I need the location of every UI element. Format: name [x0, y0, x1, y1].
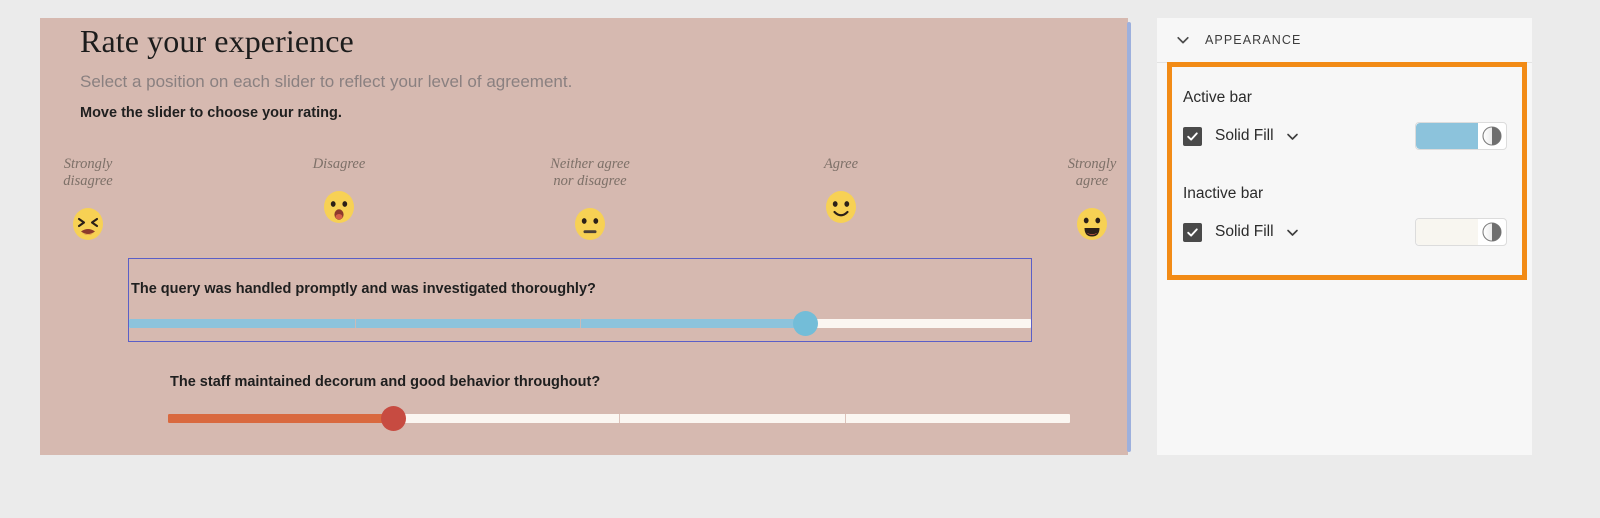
slider-block-query-handling[interactable]: The query was handled promptly and was i…	[128, 258, 1032, 342]
scale-label: Strongly disagree	[63, 156, 113, 189]
slider-tick	[844, 414, 846, 423]
active-bar-swatch-color[interactable]	[1416, 123, 1478, 149]
inactive-bar-fill-type-label: Solid Fill	[1215, 223, 1274, 240]
slider-track-staff-decorum[interactable]	[168, 406, 1070, 431]
property-group-active-bar: Active bar Solid Fill	[1183, 89, 1513, 150]
slider-question-label: The staff maintained decorum and good be…	[170, 374, 601, 390]
appearance-section-title: APPEARANCE	[1205, 33, 1302, 47]
scale-point-strongly-agree: Strongly agree	[1012, 156, 1128, 244]
inactive-bar-fill-checkbox[interactable]	[1183, 222, 1202, 242]
inactive-bar-swatch-color[interactable]	[1416, 219, 1478, 245]
opacity-half-circle-icon[interactable]	[1478, 125, 1506, 147]
slider-tick	[580, 319, 581, 328]
appearance-section-header[interactable]: APPEARANCE	[1157, 18, 1532, 63]
neutral-face-emoji	[510, 204, 670, 244]
scale-label: Disagree	[312, 156, 366, 172]
inactive-bar-label: Inactive bar	[1183, 185, 1264, 202]
scale-label: Strongly agree	[1067, 156, 1117, 189]
scale-point-disagree: Disagree	[259, 156, 419, 227]
inactive-bar-fill-row: Solid Fill	[1183, 218, 1513, 246]
scale-label: Agree	[823, 156, 859, 172]
survey-instruction: Move the slider to choose your rating.	[80, 105, 342, 121]
chevron-down-icon[interactable]	[1175, 32, 1191, 48]
active-bar-color-swatch[interactable]	[1415, 122, 1507, 150]
slider-question-label: The query was handled promptly and was i…	[131, 281, 596, 297]
active-bar-fill-checkbox[interactable]	[1183, 126, 1202, 146]
active-bar-fill-row: Solid Fill	[1183, 122, 1513, 150]
active-bar-fill-type-label: Solid Fill	[1215, 127, 1274, 144]
chevron-down-icon[interactable]	[1285, 225, 1300, 240]
slider-tick	[354, 319, 356, 328]
scale-point-neither: Neither agree nor disagree	[510, 156, 670, 244]
frowning-open-mouth-emoji	[259, 187, 419, 227]
slider-thumb[interactable]	[793, 311, 818, 336]
slider-block-staff-decorum[interactable]: The staff maintained decorum and good be…	[128, 366, 1070, 438]
survey-subtitle: Select a position on each slider to refl…	[80, 72, 573, 91]
active-bar-label: Active bar	[1183, 89, 1252, 106]
slider-tick	[619, 414, 620, 423]
slider-track-query-handling[interactable]	[129, 311, 1031, 336]
properties-panel: APPEARANCE Active bar Solid Fill	[1157, 18, 1532, 455]
survey-canvas[interactable]: Rate your experience Select a position o…	[40, 18, 1128, 455]
appearance-highlight-box: Active bar Solid Fill	[1167, 62, 1527, 280]
scale-label: Neither agree nor disagree	[550, 156, 630, 189]
chevron-down-icon[interactable]	[1285, 129, 1300, 144]
scale-point-agree: Agree	[761, 156, 921, 227]
page-title: Rate your experience	[80, 23, 354, 59]
slider-thumb[interactable]	[381, 406, 406, 431]
inactive-bar-color-swatch[interactable]	[1415, 218, 1507, 246]
weary-face-emoji	[40, 204, 168, 244]
scale-point-strongly-disagree: Strongly disagree	[40, 156, 168, 244]
property-group-inactive-bar: Inactive bar Solid Fill	[1183, 185, 1513, 246]
rating-scale-header: Strongly disagree Disagree	[63, 156, 1116, 266]
grinning-face-emoji	[1012, 204, 1128, 244]
canvas-vertical-scrollbar[interactable]	[1127, 22, 1131, 452]
opacity-half-circle-icon[interactable]	[1478, 221, 1506, 243]
slider-active-track	[129, 319, 806, 328]
slightly-smiling-face-emoji	[761, 187, 921, 227]
slider-active-track	[168, 414, 394, 423]
